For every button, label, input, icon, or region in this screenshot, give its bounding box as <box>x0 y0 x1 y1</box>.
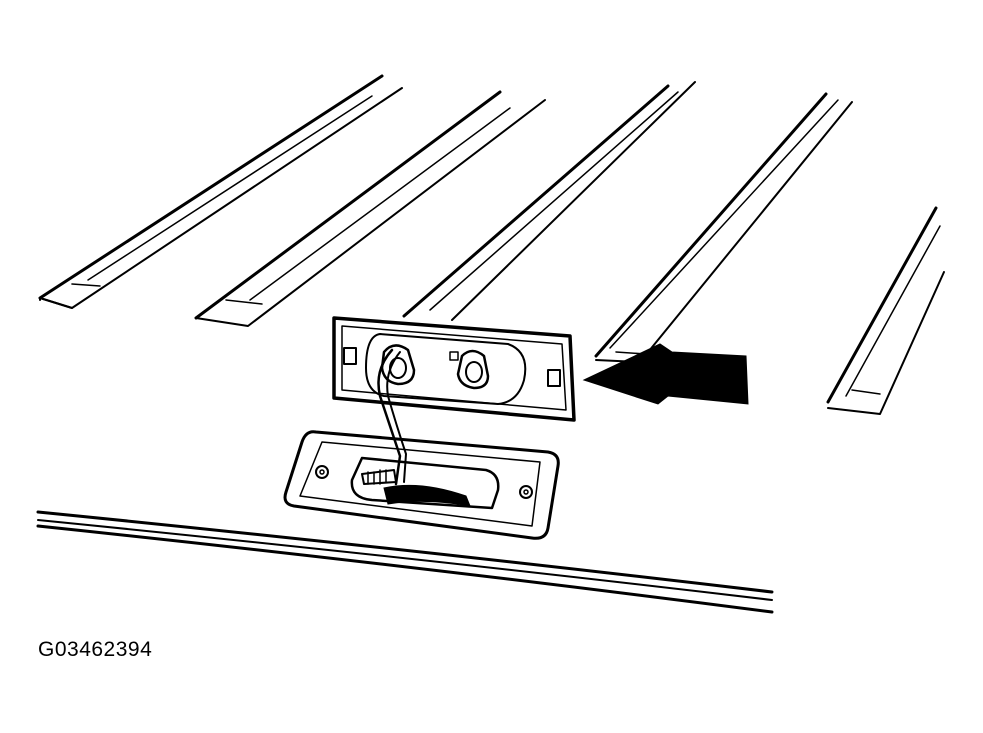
wiring-harness <box>377 348 407 486</box>
figure-id-label: G03462394 <box>38 638 153 661</box>
pointer-arrow <box>582 343 749 405</box>
lamp-mounting-recess <box>283 430 560 540</box>
roof-rib-5 <box>826 206 945 415</box>
roof-rib-2 <box>194 90 546 327</box>
bulb-socket-left <box>380 344 416 386</box>
roof-rib-3 <box>402 81 696 321</box>
roof-rib-4 <box>594 92 853 363</box>
bulb-socket-right <box>456 349 490 390</box>
roof-front-edge <box>36 510 774 614</box>
roof-ribs <box>38 74 945 415</box>
lamp-housing <box>332 316 576 422</box>
roof-rib-1 <box>38 74 403 309</box>
